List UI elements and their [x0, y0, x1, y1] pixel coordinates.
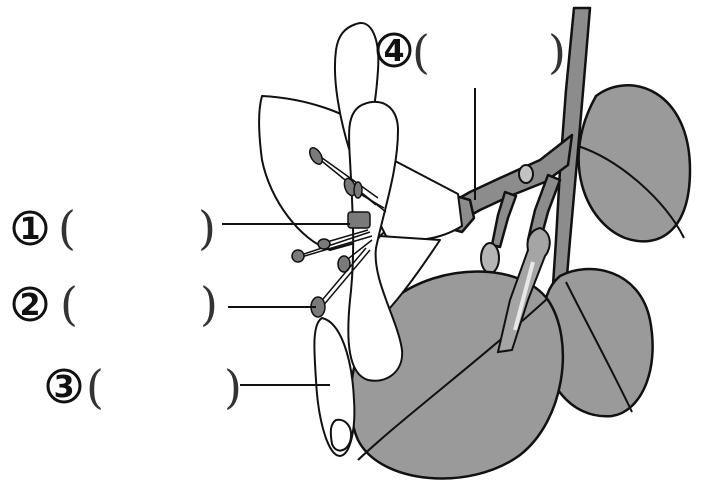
label-2: 2 ( ) [14, 277, 218, 331]
stem-group [444, 8, 590, 300]
label-3-number: 3 [54, 370, 75, 405]
label-1: 1 ( ) [14, 201, 216, 255]
label-2-open-paren: ( [60, 277, 78, 331]
anther [354, 182, 362, 198]
label-2-close-paren: ) [200, 277, 218, 331]
label-1-open-paren: ( [58, 201, 76, 255]
label-3-open-paren: ( [86, 360, 104, 414]
stigma [348, 212, 370, 228]
label-1-number: 1 [20, 212, 41, 247]
label-4: 4 ( ) [378, 25, 566, 79]
leaf-top-right [579, 85, 690, 241]
flower-bud [481, 243, 499, 273]
label-1-close-paren: ) [198, 201, 216, 255]
label-4-close-paren: ) [548, 25, 566, 79]
label-4-number: 4 [384, 34, 405, 69]
label-3: 3 ( ) [48, 360, 242, 414]
petal-bottom-tip [331, 420, 351, 451]
label-3-close-paren: ) [224, 360, 242, 414]
stem-node [519, 165, 533, 183]
anther [318, 239, 330, 249]
label-2-number: 2 [20, 288, 41, 323]
anther [292, 250, 304, 262]
label-4-open-paren: ( [412, 25, 430, 79]
